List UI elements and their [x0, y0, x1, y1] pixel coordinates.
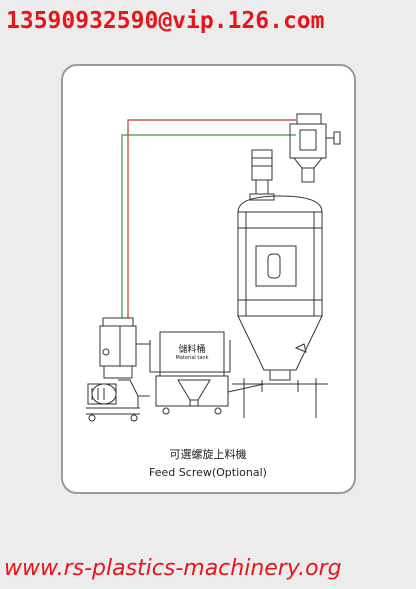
diagram-panel — [61, 64, 356, 494]
vacuum-loader — [86, 317, 150, 422]
hopper-loader — [289, 113, 341, 183]
contact-email: 13590932590@vip.126.com — [6, 8, 325, 34]
tank-label-en: Material tank — [176, 355, 209, 361]
caption-chinese: 可選螺旋上料機 — [169, 448, 247, 461]
feed-screw-pipe — [138, 383, 265, 397]
caption-english: Feed Screw(Optional) — [149, 466, 267, 479]
drying-hopper — [232, 195, 328, 418]
dryer-motor — [249, 149, 275, 201]
website-url: www.rs-plastics-machinery.org — [4, 556, 342, 581]
material-tank — [149, 331, 231, 415]
red-conveying-line — [127, 119, 296, 318]
tank-label-cn: 儲料桶 — [178, 343, 205, 355]
green-conveying-line — [121, 134, 296, 318]
